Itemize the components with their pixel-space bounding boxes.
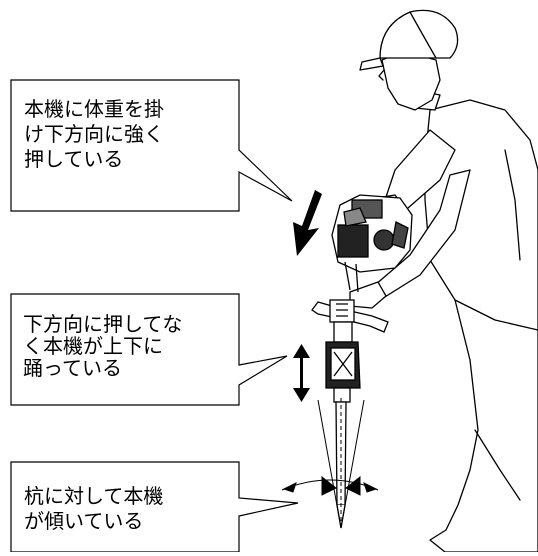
up-down-arrow-icon xyxy=(293,344,310,402)
callout-text-1: 本機に体重を掛 け下方向に強く 押している xyxy=(24,97,164,172)
callout-box-2 xyxy=(10,293,288,406)
worker-figure xyxy=(349,9,538,553)
down-arrow-icon xyxy=(293,190,322,256)
callout-box-1 xyxy=(10,79,293,212)
handle-bar xyxy=(311,299,389,333)
callout-1-line-2: け下方向に強く xyxy=(24,122,164,146)
tilt-indicator xyxy=(281,395,379,529)
callout-1-line-1: 本機に体重を掛 xyxy=(24,97,164,121)
driver-rod xyxy=(325,321,361,529)
callout-text-3: 杭に対して本機 が傾いている xyxy=(24,484,163,534)
driver-engine xyxy=(331,194,413,293)
callout-3-line-1: 杭に対して本機 xyxy=(24,484,164,508)
callout-1-line-3: 押している xyxy=(24,147,124,171)
callout-2-line-1: 下方向に押してな xyxy=(23,312,183,336)
callout-2-line-2: く本機が上下に xyxy=(23,334,163,358)
callout-text-2: 下方向に押してな く本機が上下に 踊っている xyxy=(23,313,182,379)
callout-2-line-3: 踊っている xyxy=(23,356,122,380)
callout-3-line-2: が傾いている xyxy=(24,509,144,533)
